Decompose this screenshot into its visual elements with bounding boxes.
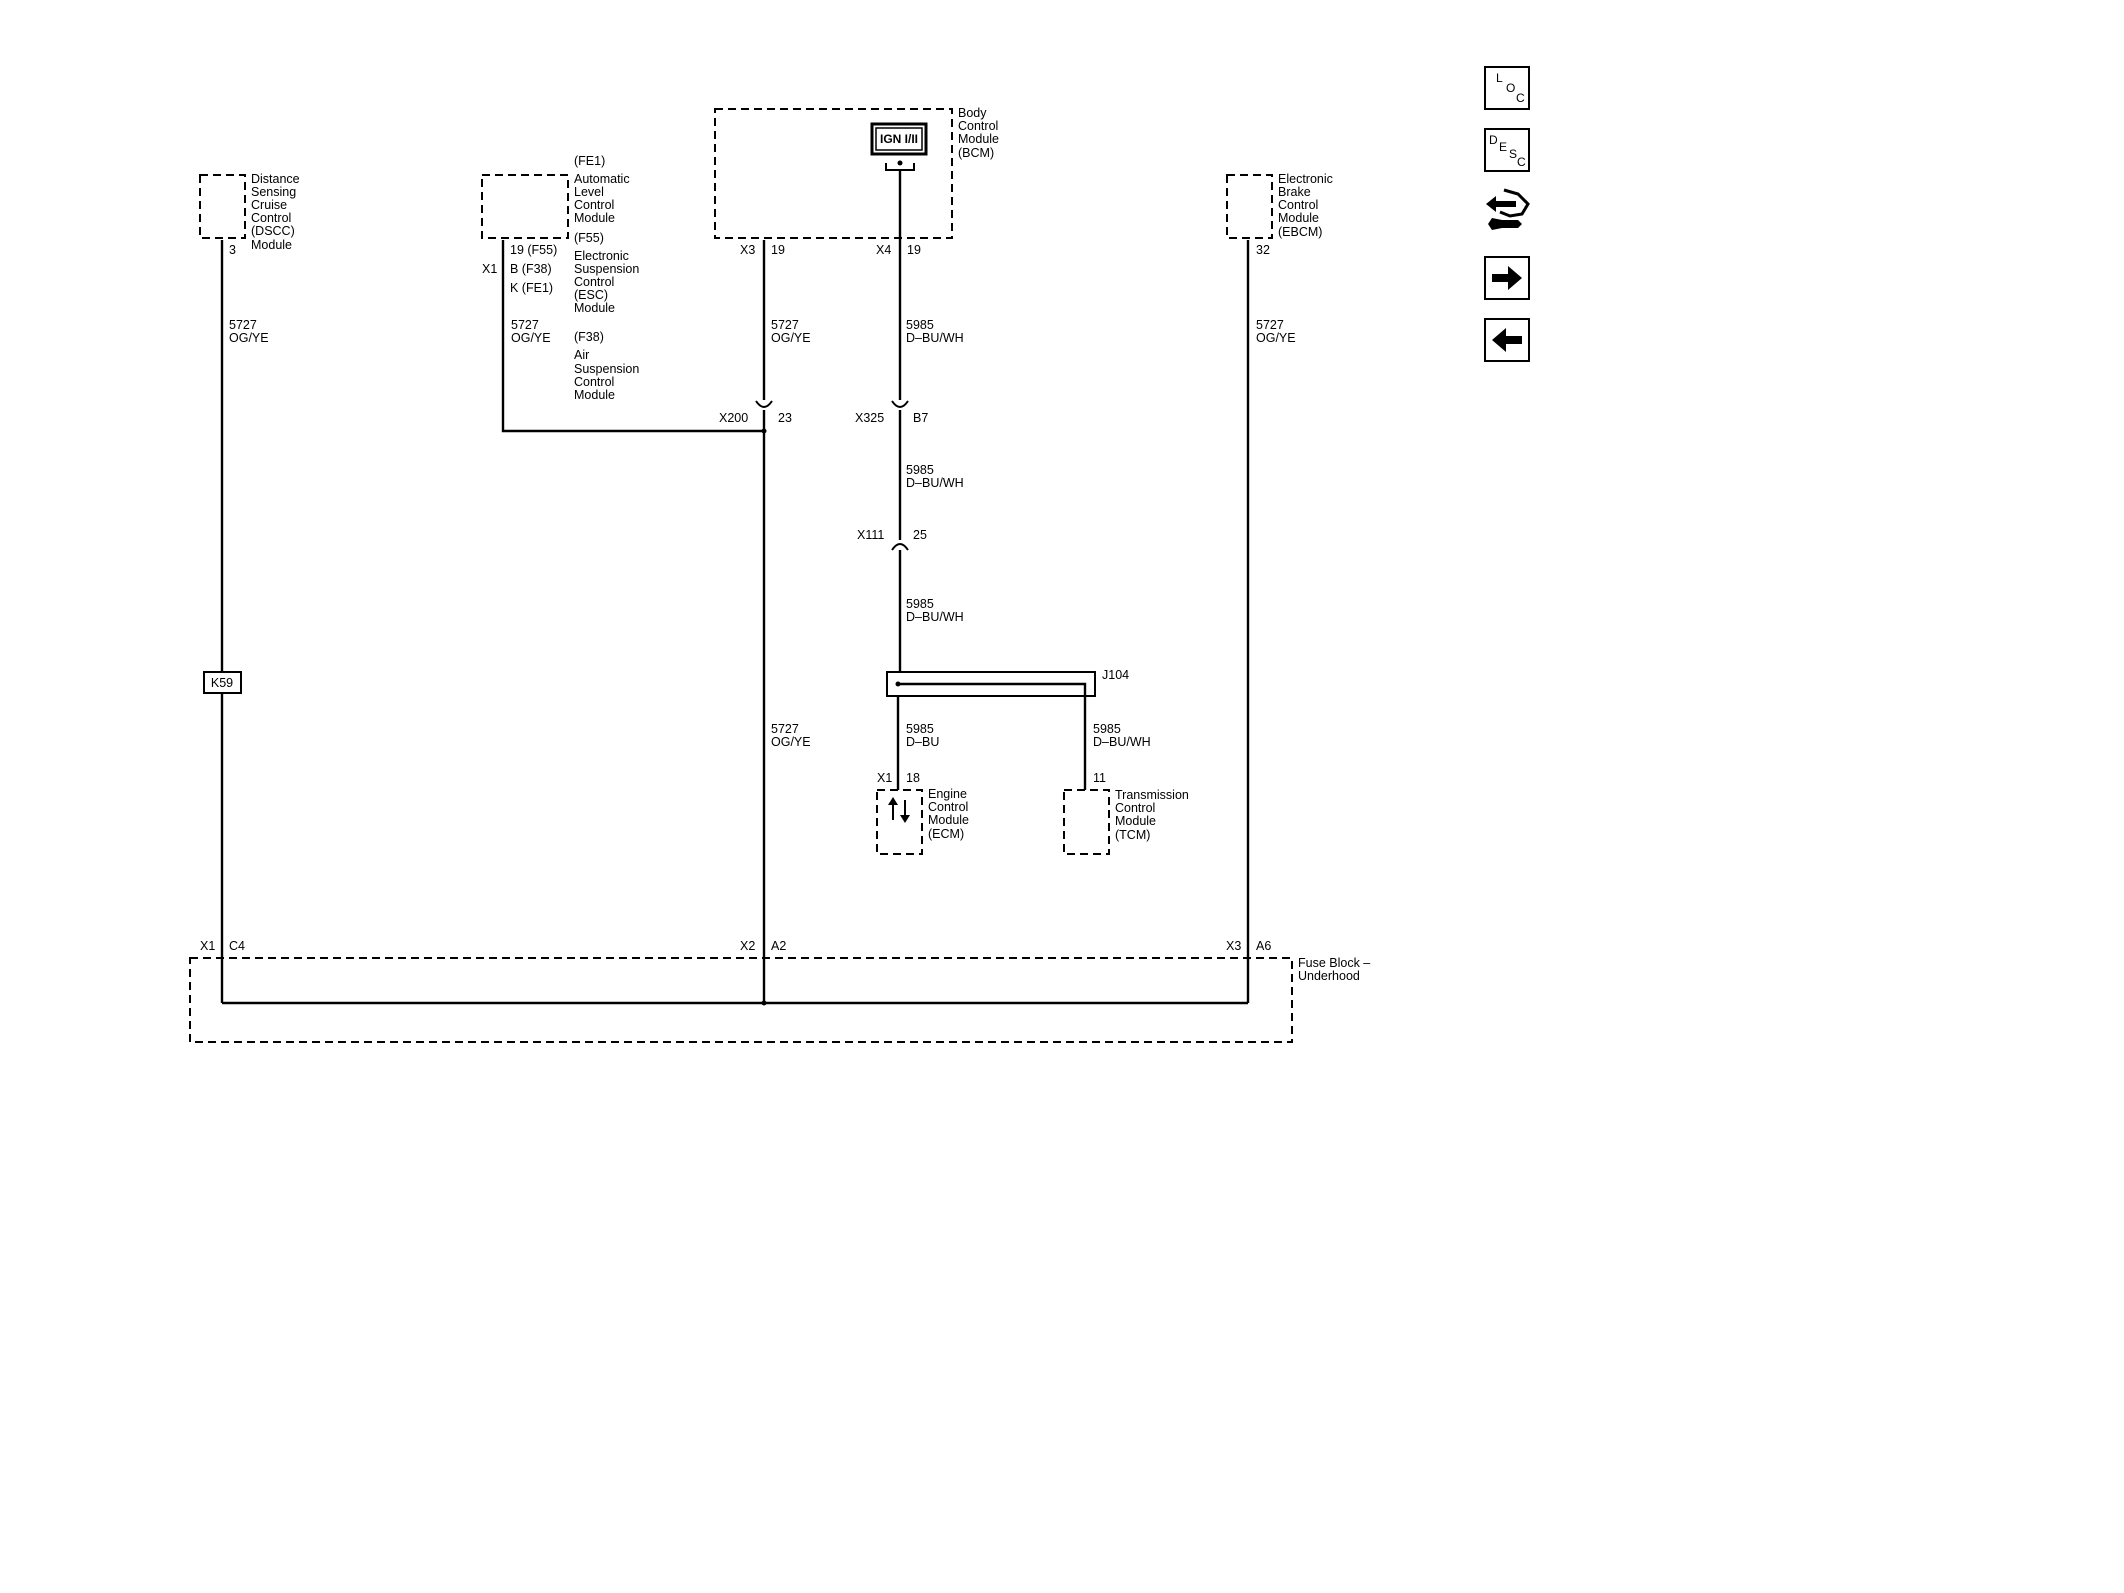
splice-name: J104: [1102, 668, 1129, 682]
loc-button[interactable]: L O C: [1484, 66, 1530, 110]
x200-name: X200: [719, 411, 748, 425]
fuse-block-label: Fuse Block – Underhood: [1298, 956, 1374, 983]
wire-alc: [501, 240, 764, 433]
loc-icon: L O C: [1496, 71, 1525, 105]
dscc-label: Distance Sensing Cruise Control (DSCC) M…: [251, 172, 303, 252]
wire-tcm: [898, 682, 1087, 790]
bcm-module: Body Control Module (BCM) IGN I/II X3 19…: [714, 106, 1002, 257]
bidirectional-arrow-icon: [888, 797, 910, 823]
ecm-connector: X1: [877, 771, 892, 785]
svg-text:S: S: [1509, 147, 1517, 161]
x111-pin: 25: [913, 528, 927, 542]
svg-text:C: C: [1516, 91, 1525, 105]
x111-connector-symbol: [891, 543, 909, 551]
splice-j104: J104: [886, 668, 1129, 697]
bcm-conn2: X4: [876, 243, 891, 257]
ecm-module: Engine Control Module (ECM) X1 18: [876, 771, 972, 855]
desc-button[interactable]: D E S C: [1484, 128, 1530, 172]
x325-pin: B7: [913, 411, 928, 425]
x325-connector-symbol: [891, 400, 909, 408]
next-arrow-icon: [1492, 266, 1522, 290]
tcm-label: Transmission Control Module (TCM): [1115, 788, 1192, 842]
desc-icon: D E S C: [1489, 133, 1526, 169]
ign-label: IGN I/II: [880, 132, 918, 146]
x111-name: X111: [857, 528, 884, 542]
bcm-pin1: 19: [771, 243, 785, 257]
fuse-block-underhood: Fuse Block – Underhood X1 C4 X2 A2 X3 A6: [189, 939, 1374, 1043]
ebcm-label: Electronic Brake Control Module (EBCM): [1278, 172, 1336, 239]
wiring-schematic: Distance Sensing Cruise Control (DSCC) M…: [189, 106, 1374, 1043]
svg-text:D: D: [1489, 133, 1498, 147]
tcm-pin: 11: [1093, 771, 1106, 785]
x325-name: X325: [855, 411, 884, 425]
fuse-c2: X2: [740, 939, 755, 953]
component-k59: K59: [203, 671, 242, 694]
ecm-label: Engine Control Module (ECM): [928, 787, 972, 841]
dscc-pin: 3: [229, 243, 236, 257]
alc-connector: X1: [482, 262, 497, 276]
svg-text:L: L: [1496, 71, 1503, 85]
fuse-p1: C4: [229, 939, 245, 953]
alc-label: (FE1) Automatic Level Control Module (F5…: [574, 154, 643, 402]
tcm-module: Transmission Control Module (TCM) 11: [1063, 771, 1192, 855]
svg-text:C: C: [1517, 155, 1526, 169]
x200-pin: 23: [778, 411, 792, 425]
bcm-label: Body Control Module (BCM): [958, 106, 1002, 160]
previous-arrow-icon: [1492, 328, 1522, 352]
alc-pins: 19 (F55) B (F38) K (FE1): [510, 243, 561, 295]
junction-dot: [761, 428, 767, 434]
svg-text:E: E: [1499, 140, 1507, 154]
x200-connector-symbol: [755, 400, 773, 408]
fuse-p2: A2: [771, 939, 786, 953]
connector-service-icon: [1486, 188, 1530, 230]
svg-text:O: O: [1506, 81, 1515, 95]
fuse-c1: X1: [200, 939, 215, 953]
ebcm-module: Electronic Brake Control Module (EBCM) 3…: [1226, 172, 1336, 257]
ign-switch-symbol: IGN I/II: [870, 122, 928, 171]
connector-service-button[interactable]: [1482, 186, 1534, 240]
bcm-pin2: 19: [907, 243, 921, 257]
previous-page-button[interactable]: [1484, 318, 1530, 362]
fuse-p3: A6: [1256, 939, 1271, 953]
next-page-button[interactable]: [1484, 256, 1530, 300]
dscc-module: Distance Sensing Cruise Control (DSCC) M…: [199, 172, 303, 257]
junction-dot: [761, 1000, 767, 1006]
bcm-conn1: X3: [740, 243, 755, 257]
alc-module: (FE1) Automatic Level Control Module (F5…: [481, 154, 643, 402]
component-name: K59: [211, 676, 233, 690]
ecm-pin: 18: [906, 771, 920, 785]
fuse-c3: X3: [1226, 939, 1241, 953]
ebcm-pin: 32: [1256, 243, 1270, 257]
